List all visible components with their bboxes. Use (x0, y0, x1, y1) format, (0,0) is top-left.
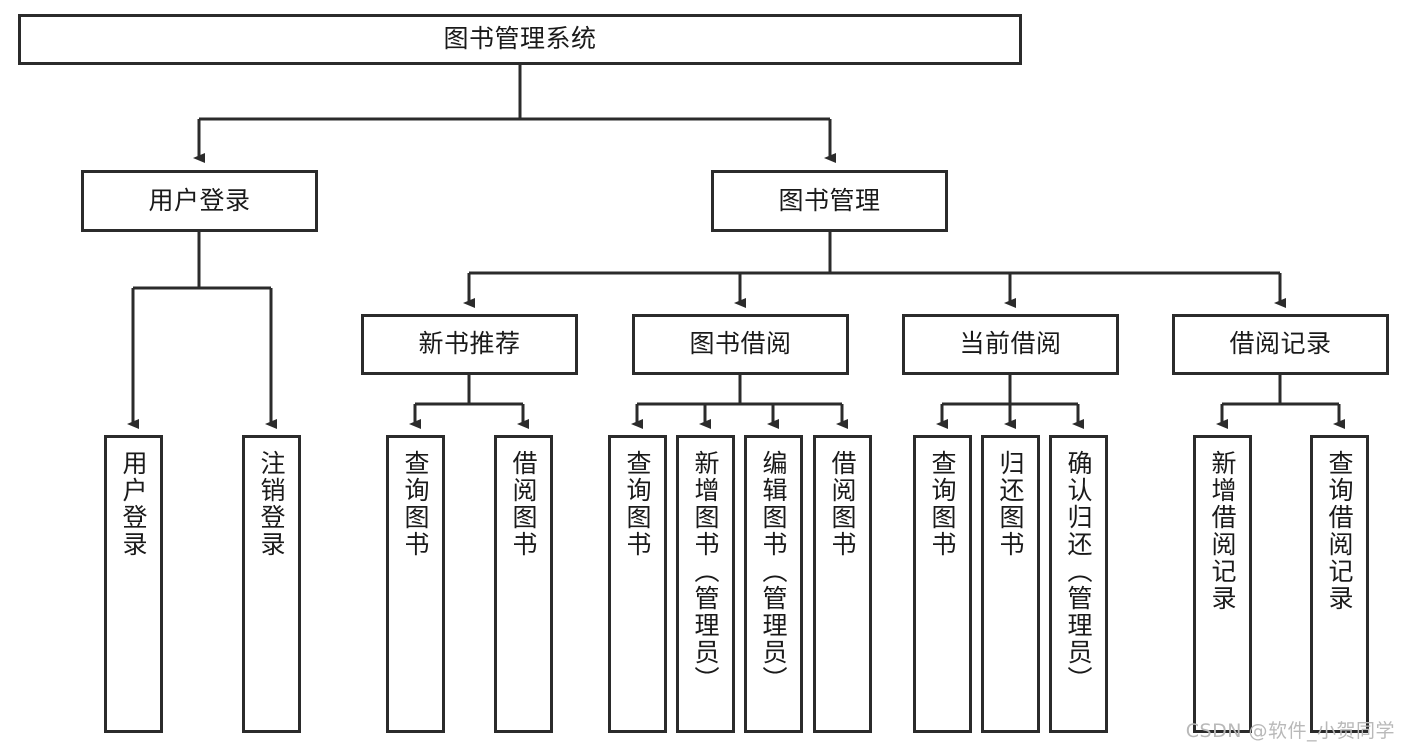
node-leaf-query-book-3-label: 查询图书 (928, 450, 957, 558)
node-leaf-return-book[interactable]: 归还图书 (981, 435, 1040, 733)
node-current-borrow-label: 当前借阅 (959, 329, 1062, 359)
node-leaf-borrow-book-2[interactable]: 借阅图书 (813, 435, 872, 733)
node-leaf-confirm-return[interactable]: 确认归还（管理员） (1049, 435, 1108, 733)
node-book-manage[interactable]: 图书管理 (711, 170, 948, 232)
node-leaf-logout[interactable]: 注销登录 (242, 435, 301, 733)
node-book-borrow-label: 图书借阅 (689, 329, 792, 359)
node-user-login-label: 用户登录 (148, 185, 251, 215)
node-leaf-query-book-2[interactable]: 查询图书 (608, 435, 667, 733)
node-book-manage-label: 图书管理 (778, 185, 881, 215)
node-leaf-return-book-label: 归还图书 (996, 450, 1025, 558)
node-current-borrow[interactable]: 当前借阅 (902, 314, 1119, 375)
node-leaf-query-record[interactable]: 查询借阅记录 (1310, 435, 1369, 733)
node-borrow-record[interactable]: 借阅记录 (1172, 314, 1389, 375)
node-root-label: 图书管理系统 (443, 24, 597, 54)
watermark: CSDN @软件_小贺同学 (1185, 720, 1395, 742)
node-leaf-borrow-book-2-label: 借阅图书 (828, 450, 857, 558)
node-leaf-query-book-1[interactable]: 查询图书 (386, 435, 445, 733)
node-leaf-add-book[interactable]: 新增图书（管理员） (676, 435, 735, 733)
node-user-login[interactable]: 用户登录 (81, 170, 318, 232)
node-borrow-record-label: 借阅记录 (1229, 329, 1332, 359)
node-book-borrow[interactable]: 图书借阅 (632, 314, 849, 375)
node-leaf-confirm-return-label: 确认归还（管理员） (1064, 450, 1093, 693)
node-leaf-add-book-label: 新增图书（管理员） (691, 450, 720, 693)
node-root[interactable]: 图书管理系统 (18, 14, 1022, 65)
node-leaf-query-book-2-label: 查询图书 (623, 450, 652, 558)
node-leaf-query-book-1-label: 查询图书 (401, 450, 430, 558)
node-new-book-recommend[interactable]: 新书推荐 (361, 314, 578, 375)
node-leaf-logout-label: 注销登录 (257, 450, 286, 558)
node-leaf-query-book-3[interactable]: 查询图书 (913, 435, 972, 733)
node-leaf-edit-book-label: 编辑图书（管理员） (759, 450, 788, 693)
node-leaf-borrow-book-1[interactable]: 借阅图书 (494, 435, 553, 733)
node-leaf-add-record-label: 新增借阅记录 (1208, 450, 1237, 612)
node-leaf-borrow-book-1-label: 借阅图书 (509, 450, 538, 558)
node-leaf-add-record[interactable]: 新增借阅记录 (1193, 435, 1252, 733)
node-leaf-query-record-label: 查询借阅记录 (1325, 450, 1354, 612)
node-leaf-edit-book[interactable]: 编辑图书（管理员） (744, 435, 803, 733)
node-new-book-recommend-label: 新书推荐 (418, 329, 521, 359)
node-leaf-user-login-label: 用户登录 (119, 450, 148, 558)
node-leaf-user-login[interactable]: 用户登录 (104, 435, 163, 733)
